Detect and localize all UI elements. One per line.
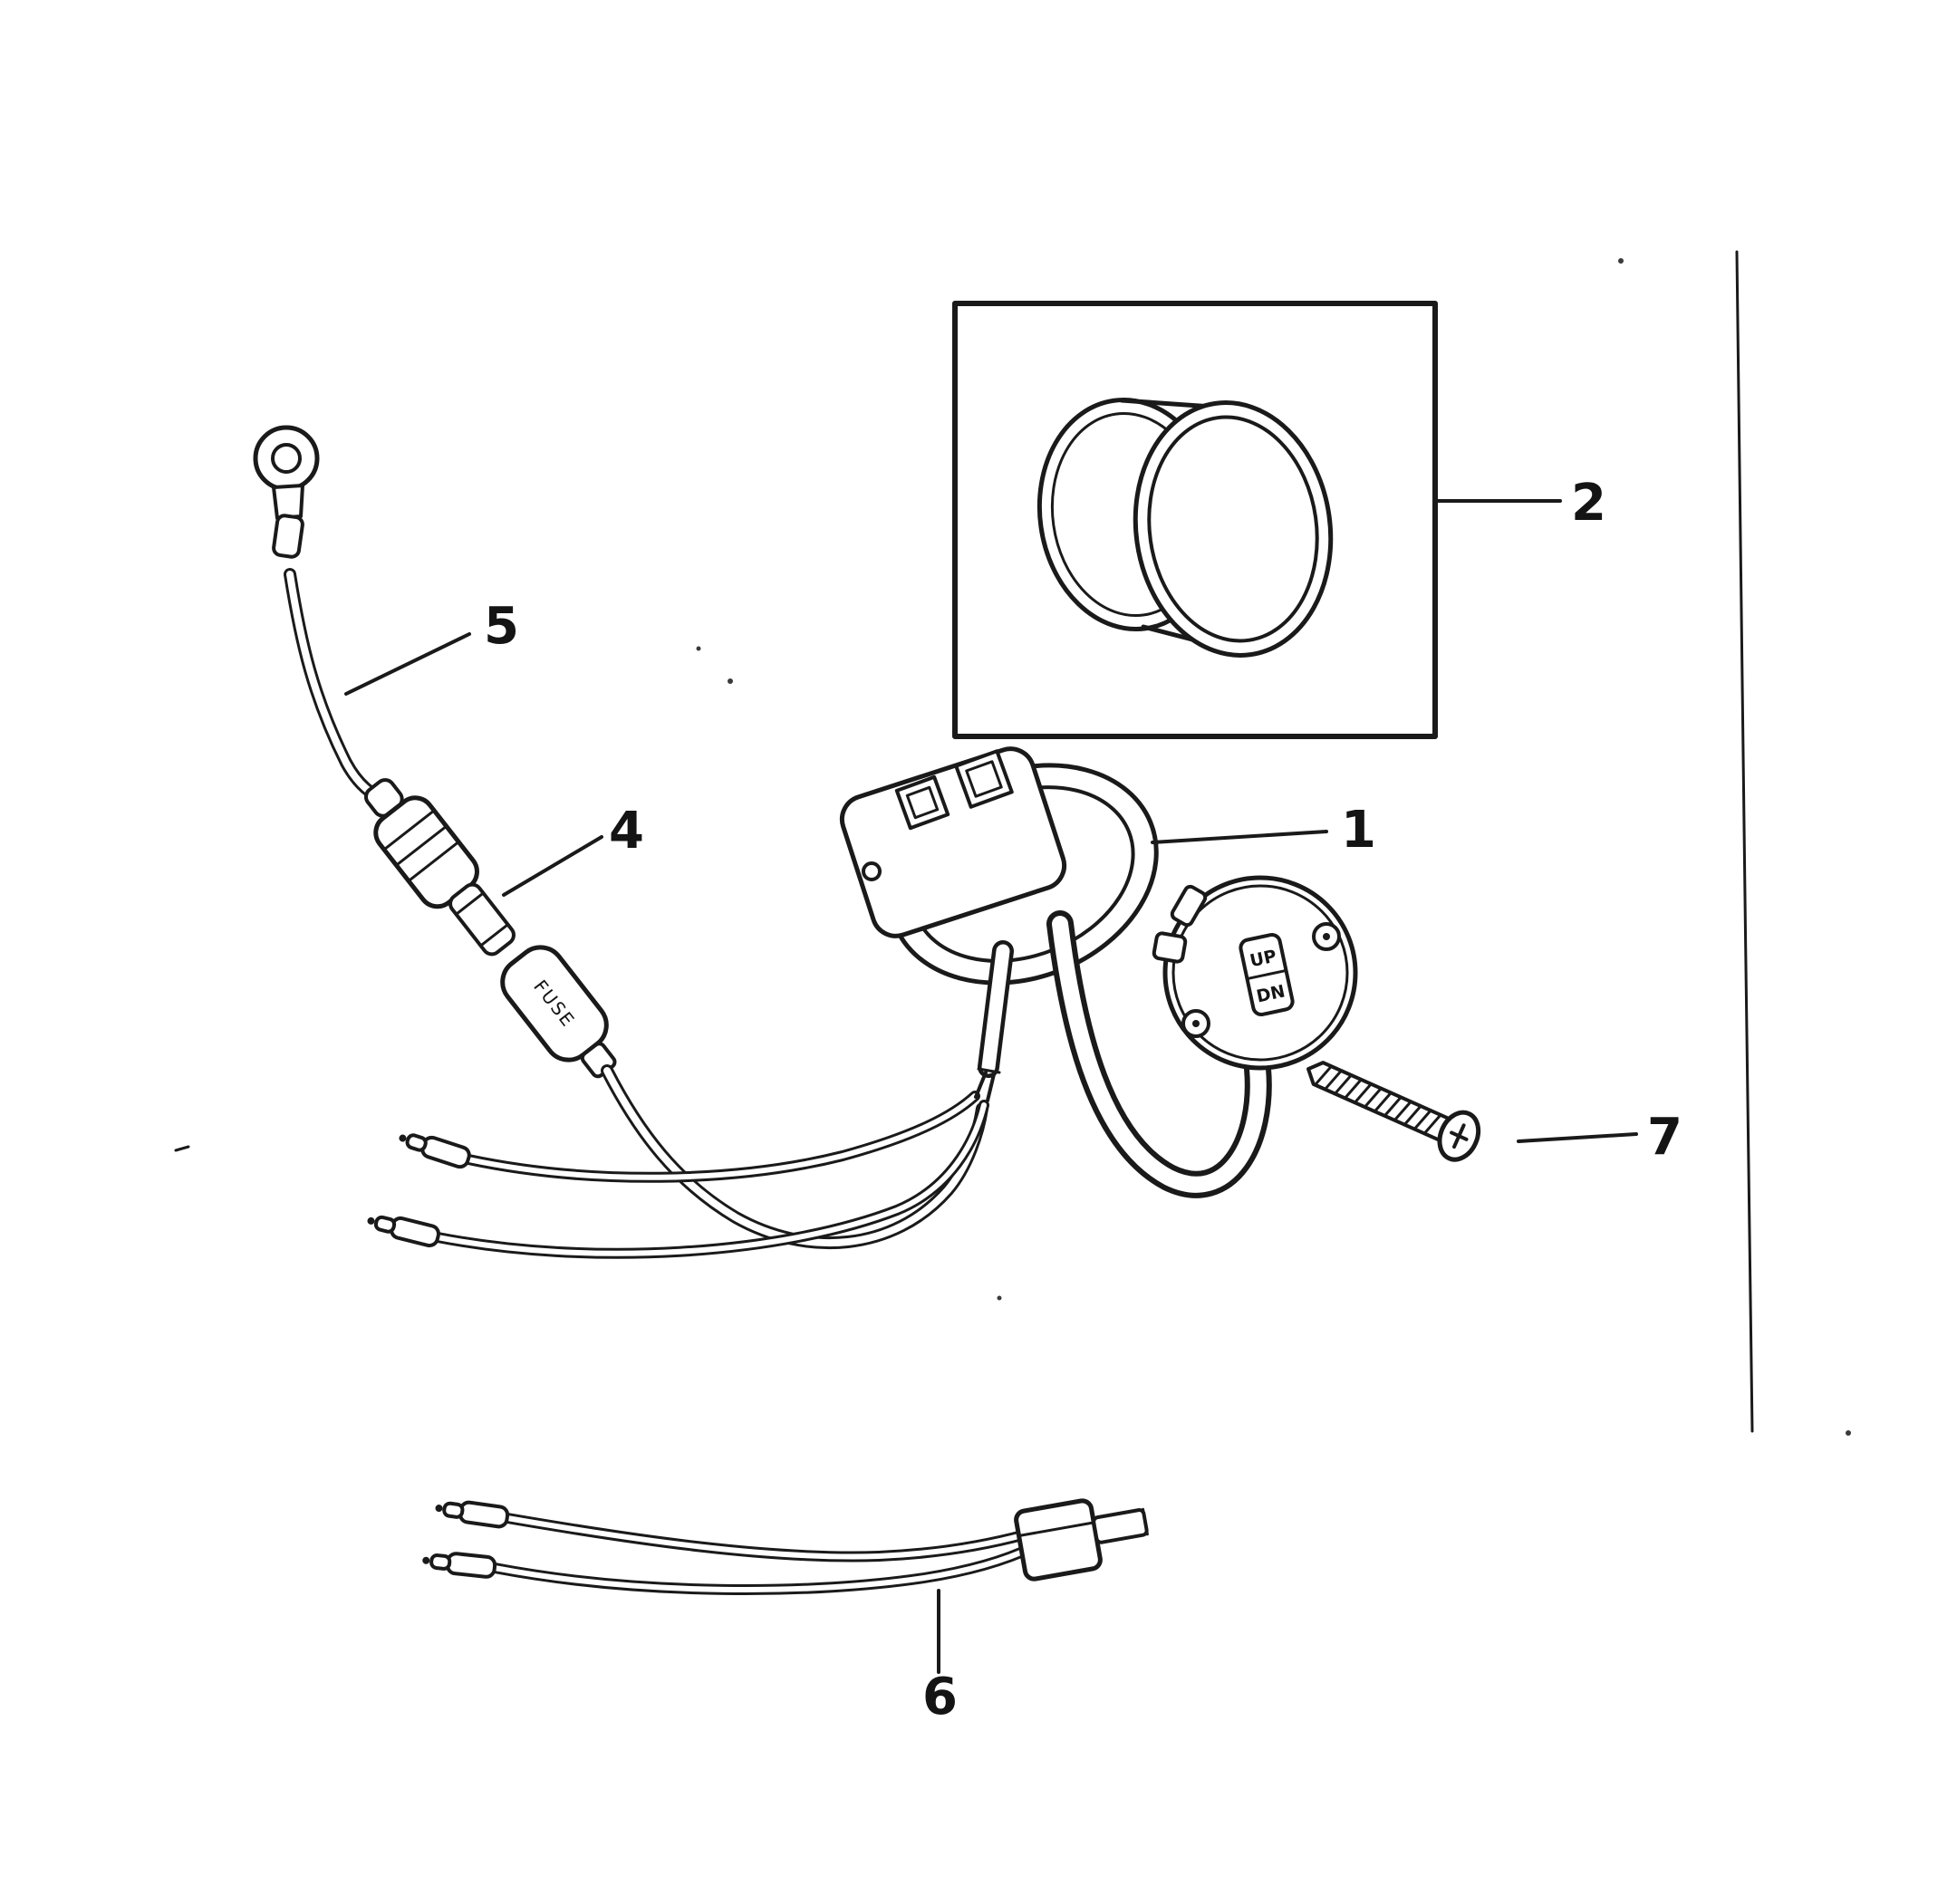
callout-leaders xyxy=(344,499,1638,1674)
faceplate-screw-hole-dot xyxy=(1323,933,1330,940)
crimp-barrel xyxy=(272,514,304,559)
callout-2: 2 xyxy=(1571,474,1606,533)
speck-dot xyxy=(997,1295,1002,1301)
fuse-body xyxy=(448,882,516,957)
bullet-connector xyxy=(399,1133,471,1169)
jumper-harness xyxy=(422,1498,1149,1596)
faceplate-side-lug xyxy=(1152,931,1188,964)
leader-line-1 xyxy=(1151,830,1328,844)
switch-faceplate: UP DN xyxy=(1152,875,1358,1071)
fuse-holder-wire-core xyxy=(603,1067,986,1247)
bullet-wire-a-core xyxy=(466,1093,978,1180)
ring-terminal-stem xyxy=(272,484,304,520)
callout-7: 7 xyxy=(1647,1108,1682,1167)
connector-block-body xyxy=(1014,1498,1103,1582)
leader-line-4 xyxy=(502,835,603,897)
sleeve-end-cap xyxy=(977,1067,1001,1074)
connector-stub-cap xyxy=(1142,1507,1149,1536)
up-down-rocker: UP DN xyxy=(1239,933,1295,1016)
mounting-screw xyxy=(1306,1061,1481,1162)
connector-block-stub xyxy=(1092,1508,1149,1544)
speck-dash xyxy=(174,1145,190,1152)
callout-labels: 1 2 4 5 6 7 xyxy=(484,474,1682,1726)
page-edge-line xyxy=(1735,250,1754,1433)
fuse xyxy=(448,882,516,957)
fuse-caps xyxy=(454,891,510,947)
leader-line-7 xyxy=(1517,1132,1638,1143)
callout-5: 5 xyxy=(484,597,519,656)
bullet-connector xyxy=(422,1552,497,1579)
jumper-wire-b-core xyxy=(492,1544,1036,1593)
screw-shaft xyxy=(1306,1061,1451,1142)
speck-dot xyxy=(1618,258,1624,264)
retaining-ring-boxed xyxy=(952,301,1438,739)
screw-head-cross xyxy=(1450,1123,1469,1149)
rocker-opening xyxy=(954,749,1014,809)
plug-bands xyxy=(382,809,460,883)
housing-pivot-pin xyxy=(862,861,882,881)
callout-4: 4 xyxy=(609,802,644,861)
trim-switch-assembly: UP DN xyxy=(839,746,1358,1198)
speck-dot xyxy=(728,678,733,684)
callout-1: 1 xyxy=(1341,801,1376,860)
callout-6: 6 xyxy=(922,1668,958,1726)
faceplate-screw-hole-dot xyxy=(1192,1020,1200,1027)
switch-cable-core xyxy=(1052,916,1267,1193)
lead-wire-core xyxy=(286,571,390,806)
harness-sleeve-core xyxy=(981,944,1010,1074)
speck-dot xyxy=(696,646,701,651)
lead-wire xyxy=(284,568,393,809)
jumper-wire-a-core xyxy=(505,1515,1028,1560)
harness-bullet-wires xyxy=(367,1091,989,1259)
sleeve-lead-wires xyxy=(974,1071,996,1102)
faceplate-keyway-tab xyxy=(1170,884,1208,928)
connector-block-seam xyxy=(1017,1521,1095,1537)
connector-block xyxy=(1014,1498,1149,1582)
faceplate-rim xyxy=(1171,884,1349,1062)
speck-dot xyxy=(1846,1430,1851,1436)
fuse-holder: FUSE xyxy=(500,945,617,1079)
ring-terminal-lead xyxy=(253,425,489,927)
leader-line-5 xyxy=(344,632,471,696)
rocker-opening xyxy=(894,774,950,831)
bullet-connector xyxy=(435,1500,510,1529)
fuse-assembly: FUSE xyxy=(448,882,988,1250)
screw-threads xyxy=(1314,1064,1442,1135)
bullet-connector xyxy=(367,1215,440,1248)
ring-front-rim-inner xyxy=(1147,415,1319,643)
bullet-wire-b-core xyxy=(435,1102,987,1256)
ring-terminal-hole xyxy=(271,443,302,474)
ring-front-rim xyxy=(1133,400,1334,658)
